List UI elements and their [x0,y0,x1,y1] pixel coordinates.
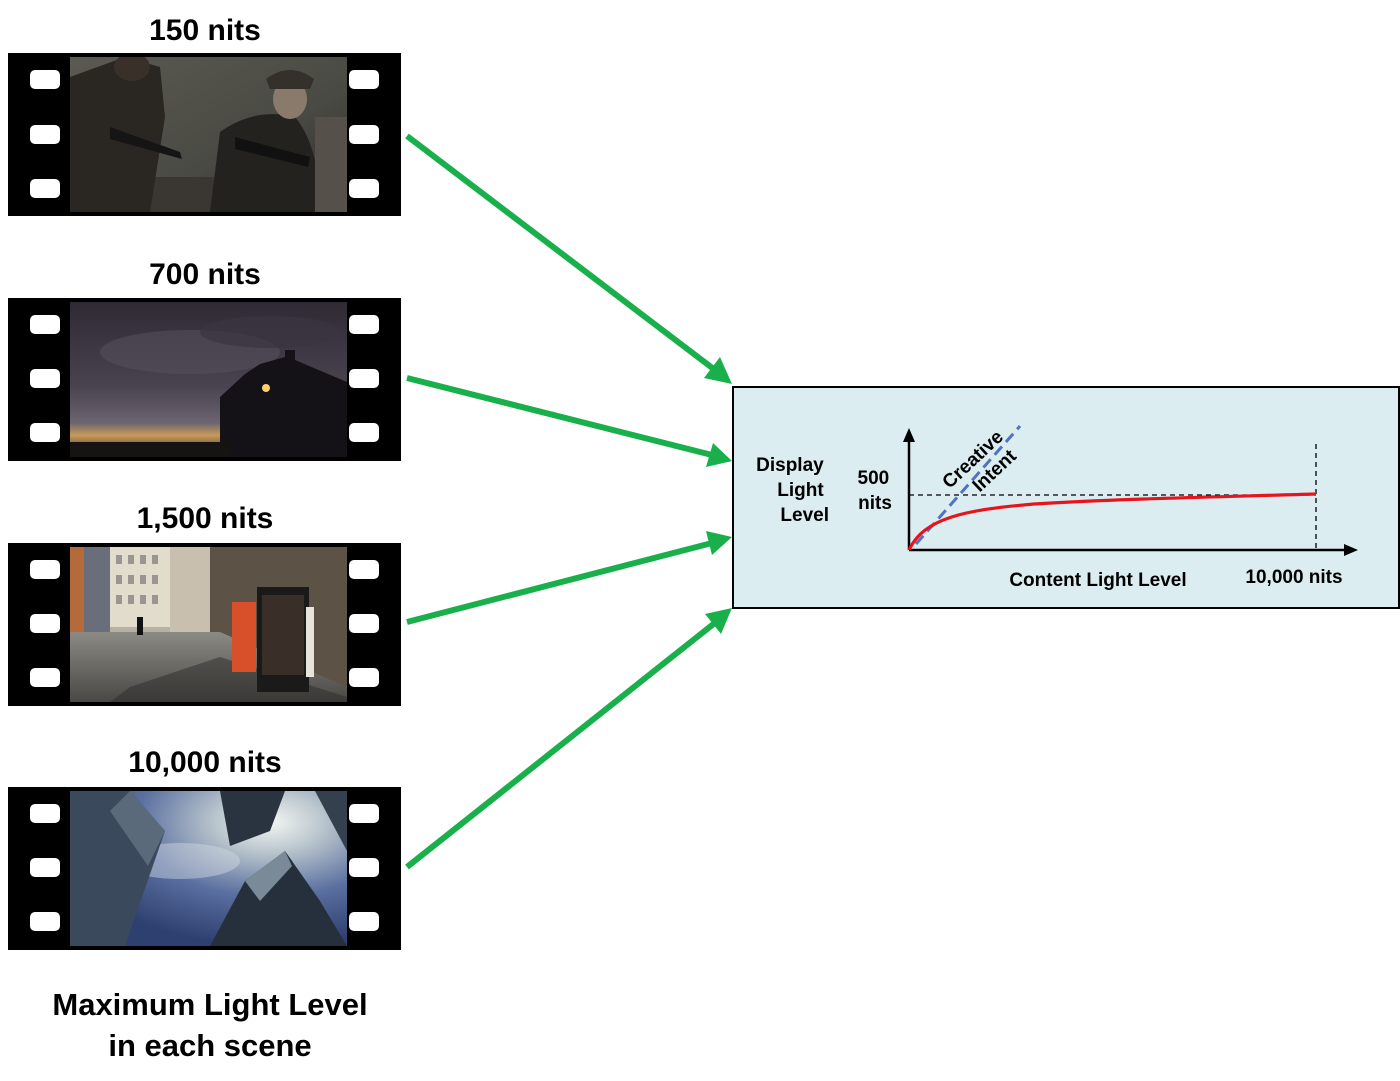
x-axis-arrowhead-icon [1344,544,1358,556]
film-strip-3 [8,543,401,706]
creative-intent-label: Creative Intent [939,427,1022,497]
sprocket-hole [30,614,60,633]
arrow-shaft [405,619,718,870]
sprocket-hole [349,614,379,633]
arrow-scene-1 [405,133,732,384]
y-axis-arrowhead-icon [903,428,915,442]
arrow-head [706,443,732,467]
sprocket-hole [30,912,60,931]
sprocket-hole [349,668,379,687]
caption-line-1: Maximum Light Level [52,987,368,1022]
sprocket-hole [30,315,60,334]
y-marker-line-1: 500 [858,468,890,489]
arrow-head [706,531,732,555]
y-label-line-1: Display [756,455,824,476]
sprocket-hole [30,70,60,89]
film-strip-4 [8,787,401,950]
x-axis-label: Content Light Level [1009,570,1186,591]
sprocket-hole [30,423,60,442]
sprocket-hole [349,804,379,823]
sprocket-hole [30,560,60,579]
arrow-head [705,608,732,634]
scene-image-4 [70,791,347,946]
sprocket-hole [349,858,379,877]
tone-mapping-curve [907,492,1317,551]
arrow-shaft [406,540,713,625]
x-axis-max-marker: 10,000 nits [1245,567,1342,588]
tone-mapping-graph-box: Display Light Level 500 nits Creative In… [732,386,1400,609]
arrow-shaft [405,133,717,373]
y-marker-line-2: nits [858,493,892,514]
scene-label-3: 1,500 nits [136,502,274,535]
sprocket-hole [30,668,60,687]
bottom-caption: Maximum Light Level in each scene [5,984,415,1066]
caption-line-2: in each scene [108,1028,312,1063]
arrow-scene-2 [406,375,732,467]
sprocket-hole [349,179,379,198]
scene-image-3 [70,547,347,702]
scene-image-2 [70,302,347,457]
arrow-shaft [406,375,713,458]
y-axis-max-marker: 500 nits [858,468,895,514]
sprocket-hole [30,179,60,198]
sprocket-hole [349,315,379,334]
sprocket-hole [349,369,379,388]
scene-label-1: 150 nits [149,14,261,47]
scene-label-2: 700 nits [149,258,261,291]
arrow-head [704,357,732,384]
sprocket-hole [349,70,379,89]
scene-label-4: 10,000 nits [128,746,282,779]
y-label-line-3: Level [780,505,829,526]
y-axis-label: Display Light Level [756,455,829,526]
arrow-scene-4 [405,608,732,870]
sprocket-hole [30,369,60,388]
sprocket-hole [349,912,379,931]
film-strip-2 [8,298,401,461]
sprocket-hole [349,560,379,579]
scene-image-1 [70,57,347,212]
sprocket-hole [349,423,379,442]
sprocket-hole [30,804,60,823]
sprocket-hole [30,858,60,877]
sprocket-hole [30,125,60,144]
sprocket-hole [349,125,379,144]
y-label-line-2: Light [777,480,824,501]
arrow-scene-3 [406,531,732,625]
film-strip-1 [8,53,401,216]
